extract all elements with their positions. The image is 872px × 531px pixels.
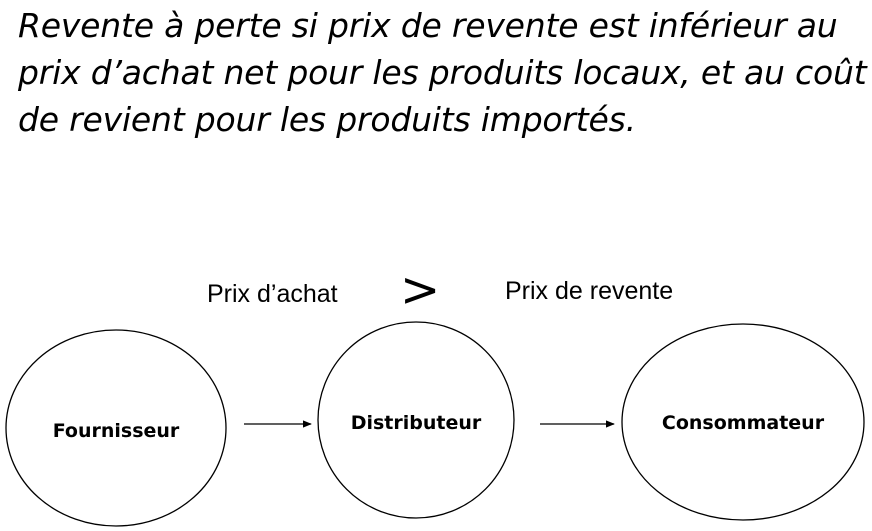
headline: Revente à perte si prix de revente est i…	[18, 6, 867, 139]
node-fournisseur	[5, 329, 227, 527]
node-label-consommateur: Consommateur	[662, 412, 825, 434]
purchase-price-label: Prix d’achat	[207, 280, 338, 308]
node-distributeur	[317, 321, 515, 519]
node-label-fournisseur: Fournisseur	[53, 420, 180, 442]
node-label-distributeur: Distributeur	[351, 412, 482, 434]
resale-price-label: Prix de revente	[505, 277, 674, 305]
greater-than-symbol: >	[400, 262, 441, 318]
node-consommateur	[621, 323, 865, 521]
